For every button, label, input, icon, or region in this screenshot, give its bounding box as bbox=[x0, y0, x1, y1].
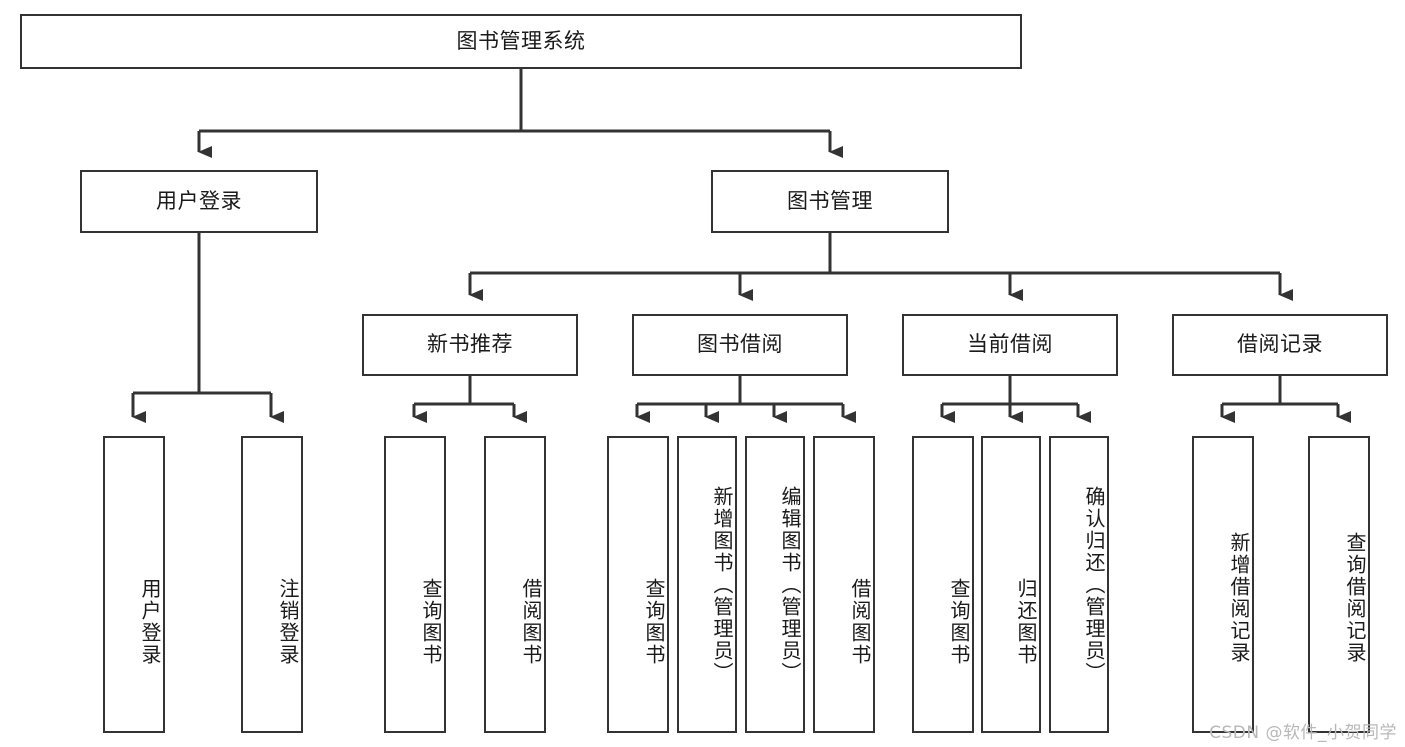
node-borrow-record[interactable]: 借阅记录 bbox=[1172, 314, 1388, 376]
node-current-borrow-label: 当前借阅 bbox=[967, 332, 1053, 357]
node-user-login[interactable]: 用户登录 bbox=[80, 170, 318, 233]
node-new-book-recommend-label: 新书推荐 bbox=[427, 332, 513, 357]
leaf-return-book-label: 归还图书 bbox=[1014, 577, 1038, 666]
node-book-manage[interactable]: 图书管理 bbox=[711, 170, 949, 233]
node-current-borrow[interactable]: 当前借阅 bbox=[902, 314, 1118, 376]
leaf-confirm-return-label: 确认归还（管理员） bbox=[1082, 485, 1106, 684]
leaf-query-book-2[interactable]: 查询图书 bbox=[607, 436, 669, 733]
leaf-query-book-1-label: 查询图书 bbox=[419, 577, 443, 666]
leaf-edit-book-label: 编辑图书（管理员） bbox=[778, 485, 802, 684]
leaf-add-book-label: 新增图书（管理员） bbox=[710, 485, 734, 684]
node-book-borrow-label: 图书借阅 bbox=[697, 332, 783, 357]
leaf-add-record-label: 新增借阅记录 bbox=[1227, 531, 1251, 664]
leaf-user-login-label: 用户登录 bbox=[138, 577, 162, 666]
leaf-borrow-book-1-label: 借阅图书 bbox=[519, 577, 543, 666]
leaf-borrow-book-2-label: 借阅图书 bbox=[848, 577, 872, 666]
leaf-add-record[interactable]: 新增借阅记录 bbox=[1192, 436, 1254, 733]
node-new-book-recommend[interactable]: 新书推荐 bbox=[362, 314, 578, 376]
leaf-add-book[interactable]: 新增图书（管理员） bbox=[677, 436, 737, 733]
node-book-borrow[interactable]: 图书借阅 bbox=[632, 314, 848, 376]
leaf-return-book[interactable]: 归还图书 bbox=[981, 436, 1041, 733]
leaf-user-logout-label: 注销登录 bbox=[276, 577, 300, 666]
node-root[interactable]: 图书管理系统 bbox=[20, 14, 1022, 69]
node-root-label: 图书管理系统 bbox=[456, 28, 586, 53]
leaf-user-login[interactable]: 用户登录 bbox=[103, 436, 165, 733]
leaf-confirm-return[interactable]: 确认归还（管理员） bbox=[1049, 436, 1109, 733]
leaf-query-book-3-label: 查询图书 bbox=[947, 577, 971, 666]
leaf-user-logout[interactable]: 注销登录 bbox=[241, 436, 303, 733]
leaf-query-record-label: 查询借阅记录 bbox=[1343, 531, 1367, 664]
node-book-manage-label: 图书管理 bbox=[787, 188, 873, 213]
leaf-borrow-book-2[interactable]: 借阅图书 bbox=[813, 436, 875, 733]
node-borrow-record-label: 借阅记录 bbox=[1237, 332, 1323, 357]
leaf-query-book-1[interactable]: 查询图书 bbox=[384, 436, 446, 733]
node-user-login-label: 用户登录 bbox=[156, 188, 242, 213]
leaf-query-record[interactable]: 查询借阅记录 bbox=[1308, 436, 1370, 733]
leaf-borrow-book-1[interactable]: 借阅图书 bbox=[484, 436, 546, 733]
leaf-query-book-3[interactable]: 查询图书 bbox=[912, 436, 974, 733]
leaf-query-book-2-label: 查询图书 bbox=[642, 577, 666, 666]
leaf-edit-book[interactable]: 编辑图书（管理员） bbox=[745, 436, 805, 733]
